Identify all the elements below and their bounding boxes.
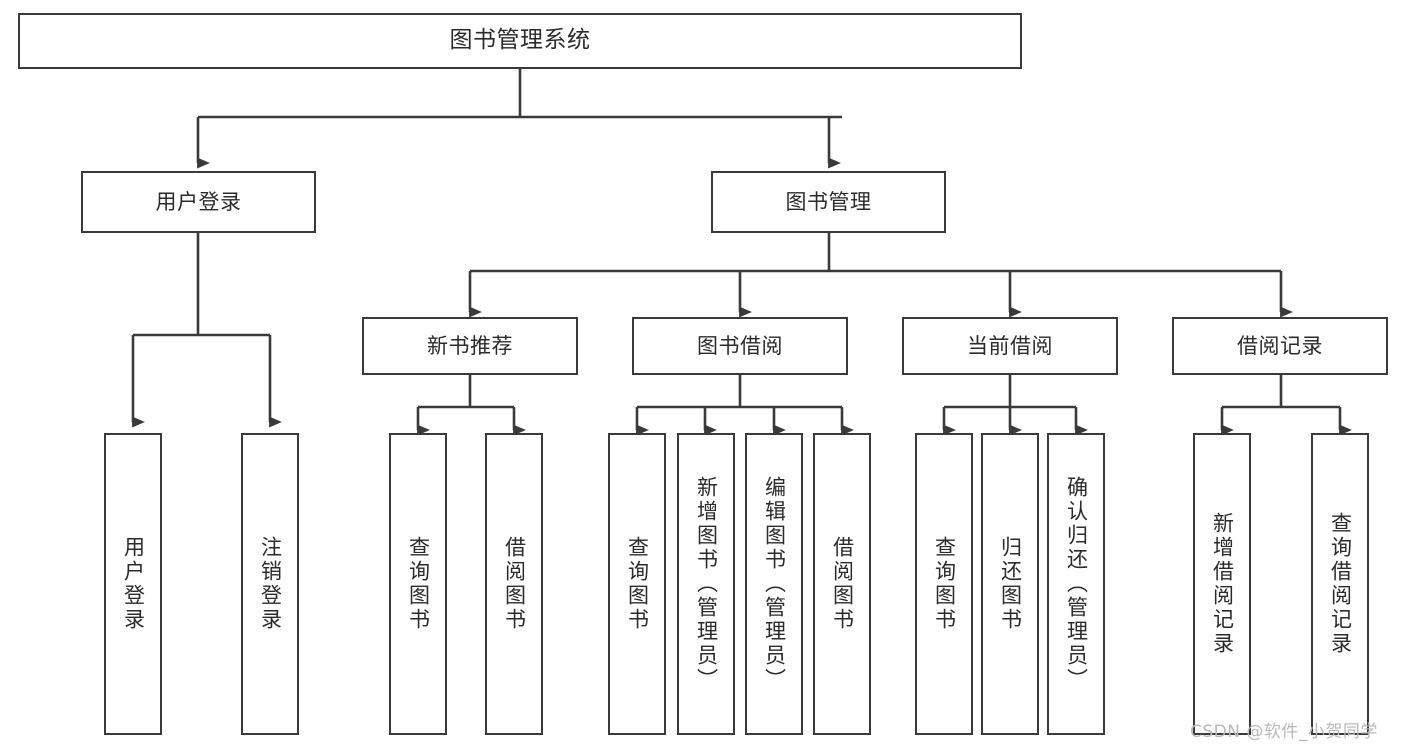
node-label: 确认归还（管理员） bbox=[1064, 476, 1089, 692]
node-label: 当前借阅 bbox=[967, 333, 1053, 358]
node-new-book-recommend[interactable]: 新书推荐 bbox=[362, 317, 578, 375]
node-label: 借阅图书 bbox=[502, 536, 527, 632]
node-label: 用户登录 bbox=[155, 189, 242, 214]
leaf-user-login-login[interactable]: 用户登录 bbox=[104, 433, 162, 735]
node-label: 编辑图书（管理员） bbox=[762, 476, 787, 692]
leaf-recommend-borrow-book[interactable]: 借阅图书 bbox=[485, 433, 543, 735]
node-label: 新书推荐 bbox=[427, 333, 513, 358]
leaf-borrow-add-book-admin[interactable]: 新增图书（管理员） bbox=[677, 433, 735, 735]
leaf-current-confirm-return-admin[interactable]: 确认归还（管理员） bbox=[1047, 433, 1105, 735]
node-label: 查询图书 bbox=[625, 536, 650, 632]
node-book-borrow[interactable]: 图书借阅 bbox=[632, 317, 848, 375]
node-label: 查询借阅记录 bbox=[1328, 512, 1353, 656]
node-label: 查询图书 bbox=[406, 536, 431, 632]
node-label: 图书管理 bbox=[785, 189, 872, 214]
leaf-borrow-edit-book-admin[interactable]: 编辑图书（管理员） bbox=[745, 433, 803, 735]
node-borrow-record[interactable]: 借阅记录 bbox=[1172, 317, 1388, 375]
node-label: 新增借阅记录 bbox=[1210, 512, 1235, 656]
node-label: 用户登录 bbox=[121, 536, 146, 632]
node-label: 借阅记录 bbox=[1237, 333, 1323, 358]
node-label: 新增图书（管理员） bbox=[694, 476, 719, 692]
leaf-borrow-query-book[interactable]: 查询图书 bbox=[608, 433, 666, 735]
leaf-borrow-borrow-book[interactable]: 借阅图书 bbox=[813, 433, 871, 735]
node-label: 归还图书 bbox=[998, 536, 1023, 632]
node-label: 借阅图书 bbox=[830, 536, 855, 632]
leaf-current-return-book[interactable]: 归还图书 bbox=[981, 433, 1039, 735]
leaf-record-query-record[interactable]: 查询借阅记录 bbox=[1311, 433, 1369, 735]
node-label: 图书管理系统 bbox=[449, 27, 591, 54]
node-label: 图书借阅 bbox=[697, 333, 783, 358]
leaf-user-login-logout[interactable]: 注销登录 bbox=[241, 433, 299, 735]
node-current-borrow[interactable]: 当前借阅 bbox=[902, 317, 1118, 375]
node-user-login[interactable]: 用户登录 bbox=[81, 171, 316, 233]
node-book-management[interactable]: 图书管理 bbox=[711, 171, 946, 233]
leaf-current-query-book[interactable]: 查询图书 bbox=[915, 433, 973, 735]
leaf-record-add-record[interactable]: 新增借阅记录 bbox=[1193, 433, 1251, 735]
node-root-system[interactable]: 图书管理系统 bbox=[18, 13, 1022, 69]
leaf-recommend-query-book[interactable]: 查询图书 bbox=[389, 433, 447, 735]
node-label: 注销登录 bbox=[258, 536, 283, 632]
node-label: 查询图书 bbox=[932, 536, 957, 632]
csdn-watermark: CSDN @软件_小贺同学 bbox=[1190, 722, 1378, 742]
